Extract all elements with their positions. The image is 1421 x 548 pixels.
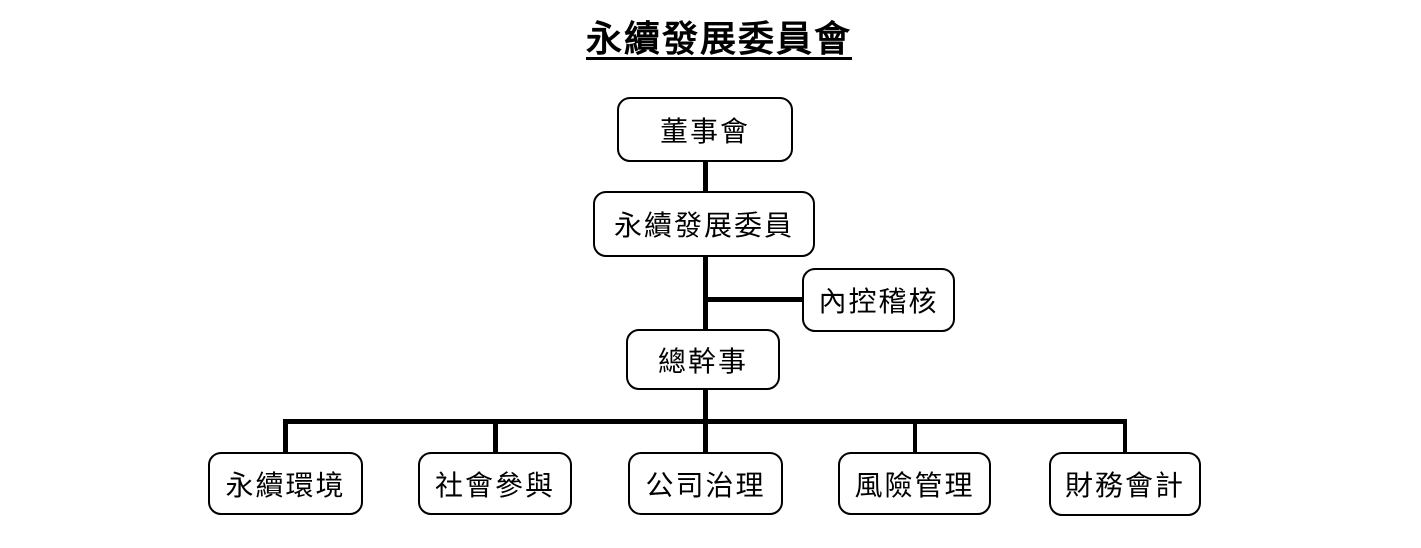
- connector-drop-risk: [912, 421, 917, 455]
- chart-title: 永續發展委員會: [585, 18, 853, 59]
- node-dept-corporate-governance: 公司治理: [628, 452, 783, 515]
- node-dept-social-participation: 社會參與: [418, 452, 572, 515]
- connector-drop-governance: [703, 421, 708, 455]
- connector-committee-director: [703, 254, 708, 332]
- connector-board-committee: [703, 159, 708, 194]
- node-secretary-general: 總幹事: [626, 329, 780, 390]
- connector-drop-environment: [283, 421, 288, 455]
- connector-director-rail: [703, 387, 708, 422]
- connector-drop-social: [493, 421, 498, 455]
- node-dept-risk-management: 風險管理: [838, 452, 991, 515]
- node-board-of-directors: 董事會: [617, 97, 793, 162]
- node-dept-sustainable-environment: 永續環境: [208, 452, 363, 515]
- connector-audit-side-branch: [705, 297, 804, 302]
- node-dept-financial-accounting: 財務會計: [1049, 452, 1201, 516]
- node-internal-control-audit: 內控稽核: [802, 268, 955, 332]
- node-sustainability-committee: 永續發展委員: [593, 191, 815, 257]
- connector-drop-finance: [1122, 421, 1127, 455]
